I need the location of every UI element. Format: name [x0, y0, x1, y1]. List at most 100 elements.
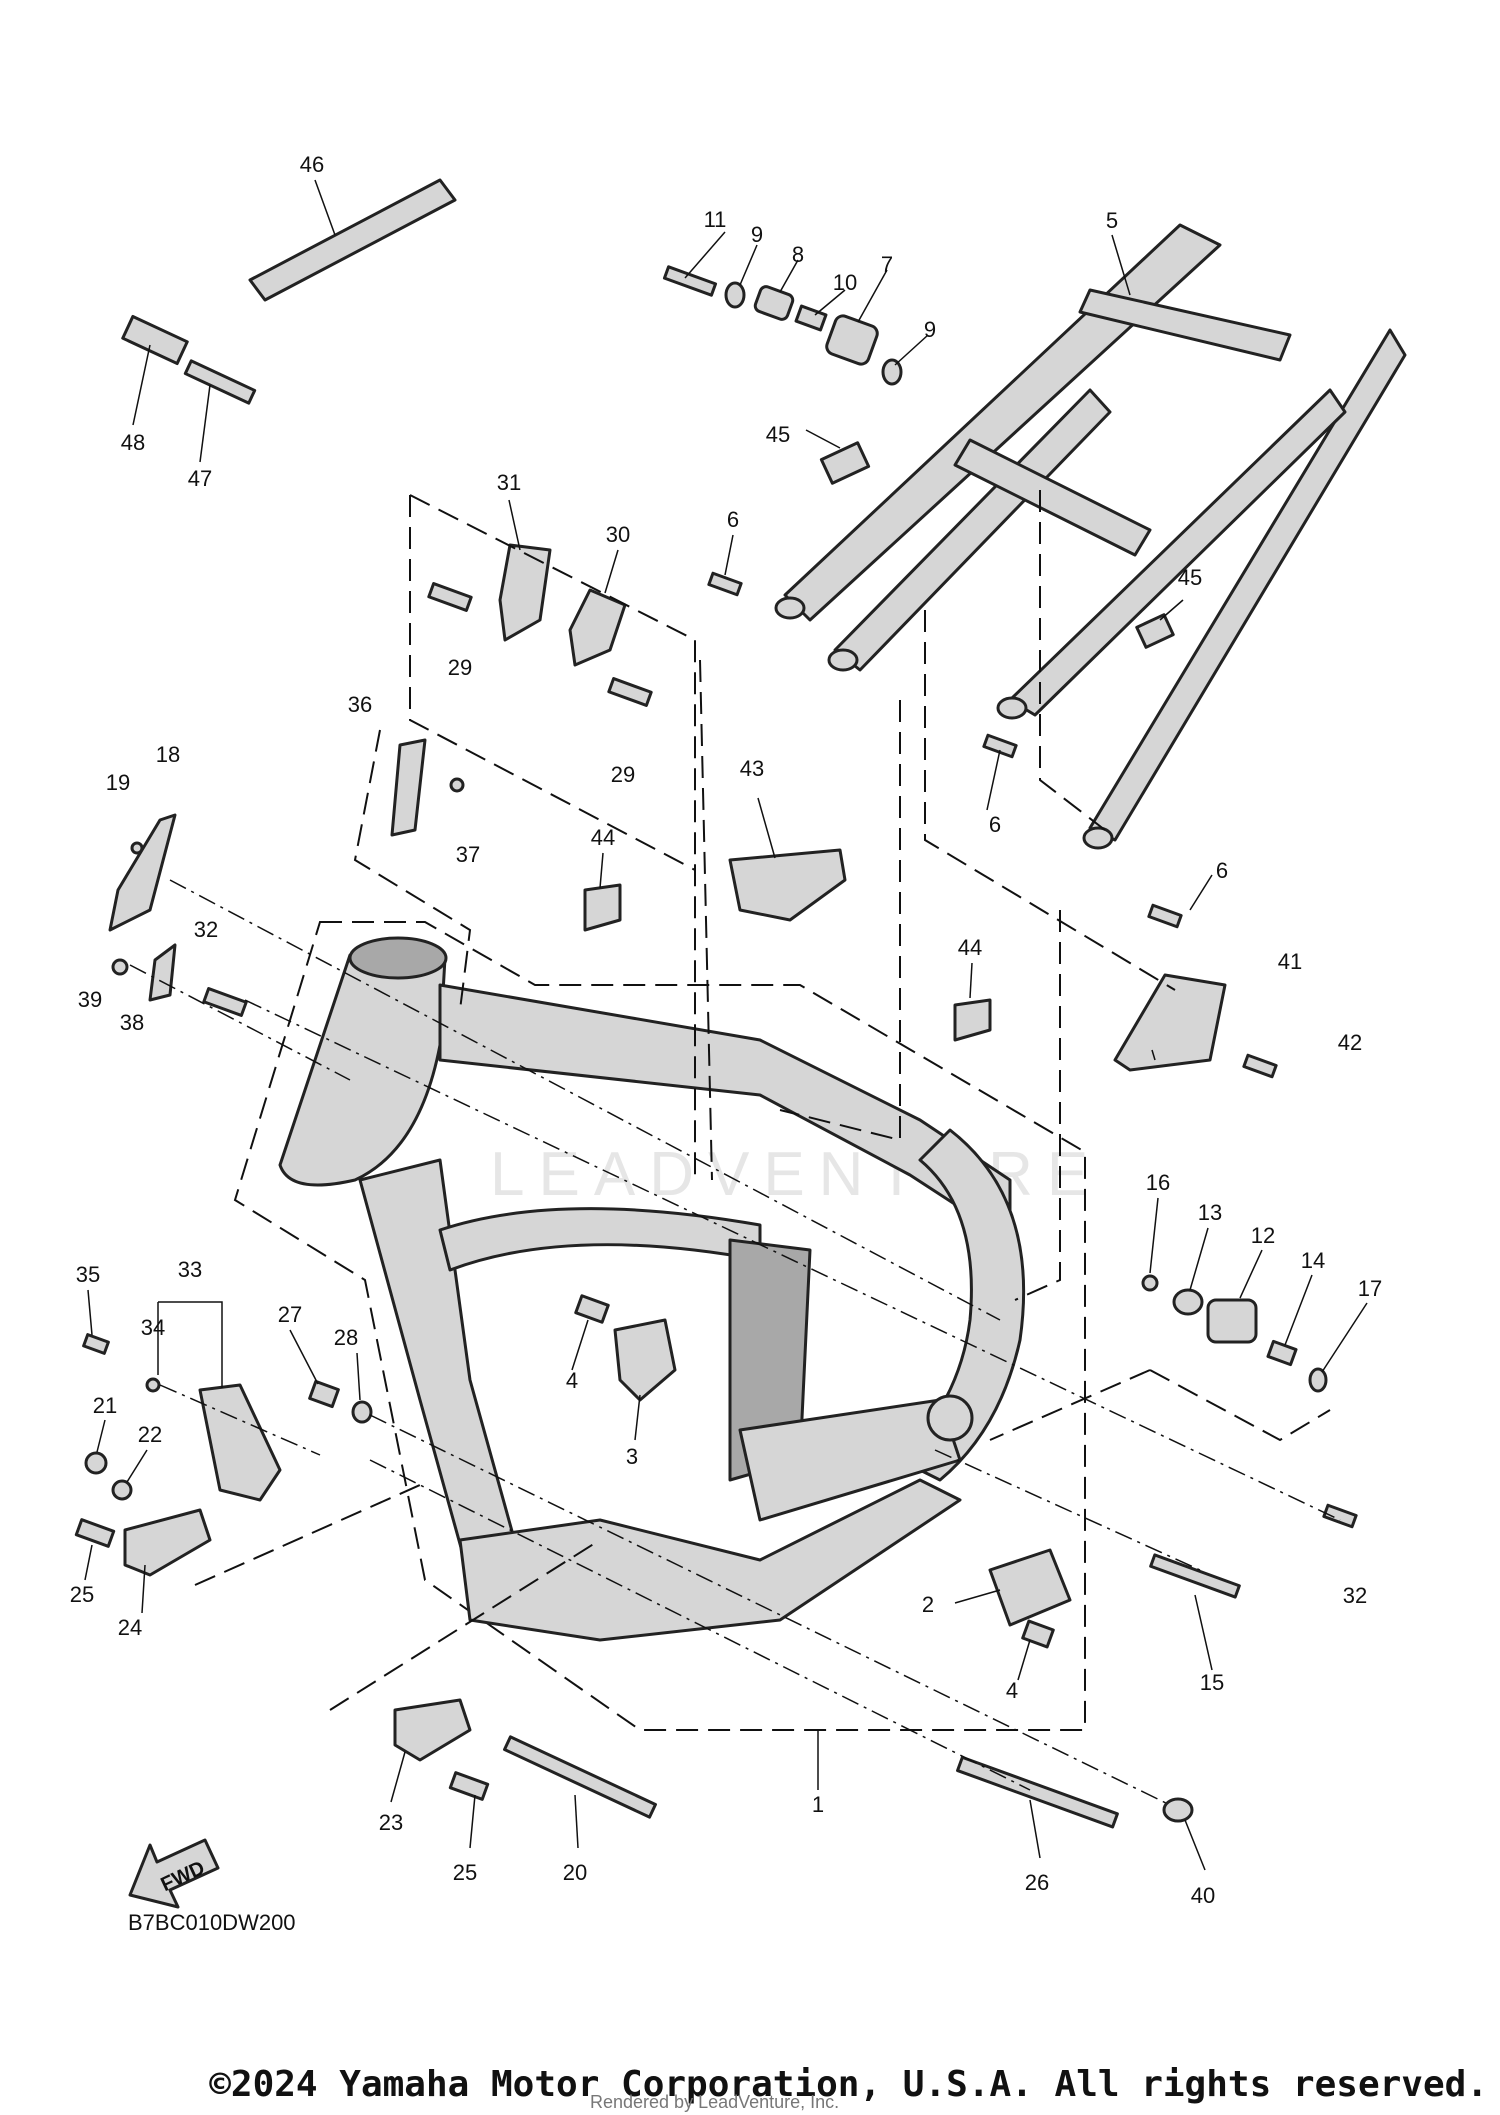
callout-9b: 9: [924, 317, 936, 342]
callout-13: 13: [1198, 1200, 1222, 1225]
callout-19: 19: [106, 770, 130, 795]
plate-33[interactable]: [198, 1383, 282, 1502]
bolt-6c[interactable]: [1147, 903, 1183, 929]
callout-25b: 25: [453, 1860, 477, 1885]
callout-45a: 45: [766, 422, 790, 447]
callout-1: 1: [812, 1792, 824, 1817]
collar-14[interactable]: [1266, 1339, 1298, 1367]
bolt-4a[interactable]: [574, 1294, 610, 1324]
callout-41: 41: [1278, 949, 1302, 974]
callout-44a: 44: [591, 825, 615, 850]
nut-39[interactable]: [111, 958, 129, 976]
bolt-20[interactable]: [503, 1735, 657, 1819]
guard-41[interactable]: [1113, 973, 1227, 1072]
bushing-8[interactable]: [753, 285, 795, 321]
callout-5: 5: [1106, 208, 1118, 233]
holder-36[interactable]: [390, 738, 427, 837]
callout-44b: 44: [958, 935, 982, 960]
copyright-notice: ©2024 Yamaha Motor Corporation, U.S.A. A…: [209, 2064, 1488, 2105]
callout-9a: 9: [751, 222, 763, 247]
fwd-arrow-icon: FWD: [128, 1838, 220, 1909]
callout-28: 28: [334, 1325, 358, 1350]
callout-42: 42: [1338, 1030, 1362, 1055]
callout-30: 30: [606, 522, 630, 547]
clip-44b[interactable]: [953, 998, 992, 1042]
screw-37[interactable]: [449, 777, 465, 793]
callout-23: 23: [379, 1810, 403, 1835]
engine-stay-46[interactable]: [248, 178, 457, 302]
bolt-29a[interactable]: [427, 582, 473, 612]
clamp-38[interactable]: [148, 943, 177, 1002]
callout-7: 7: [881, 252, 893, 277]
bolt-47[interactable]: [183, 359, 257, 405]
callout-labels: 46 48 47 11 9 8 10 7 9 5 45 6 31 30 29 2…: [70, 152, 1382, 1908]
callout-48: 48: [121, 430, 145, 455]
clamp-45a[interactable]: [819, 441, 871, 485]
callout-47: 47: [188, 466, 212, 491]
bolt-25b[interactable]: [448, 1771, 490, 1801]
callout-18: 18: [156, 742, 180, 767]
leader-lines: [129, 490, 1341, 1806]
bracket-3[interactable]: [613, 1318, 677, 1402]
callout-14: 14: [1301, 1248, 1325, 1273]
washer-28[interactable]: [351, 1400, 373, 1424]
plate-24[interactable]: [123, 1508, 212, 1577]
bolt-4b[interactable]: [1021, 1619, 1055, 1649]
callout-12: 12: [1251, 1223, 1275, 1248]
clip-19[interactable]: [130, 841, 144, 855]
callout-15: 15: [1200, 1670, 1224, 1695]
collar-48[interactable]: [121, 314, 189, 366]
bracket-2[interactable]: [988, 1548, 1072, 1627]
callout-20: 20: [563, 1860, 587, 1885]
bolt-27[interactable]: [308, 1379, 340, 1409]
plate-23[interactable]: [393, 1698, 472, 1762]
bracket-18[interactable]: [108, 813, 177, 932]
bushing-12[interactable]: [1206, 1298, 1258, 1344]
callout-leaders: [84, 179, 1368, 1871]
washer-9a[interactable]: [724, 281, 746, 309]
bolt-15[interactable]: [1149, 1553, 1241, 1599]
collar-10[interactable]: [794, 304, 828, 332]
clip-44a[interactable]: [583, 883, 622, 932]
callout-43: 43: [740, 756, 764, 781]
bolt-6b[interactable]: [982, 733, 1018, 759]
callout-29a: 29: [448, 655, 472, 680]
clamp-40[interactable]: [1162, 1797, 1194, 1823]
nut-21[interactable]: [84, 1451, 108, 1475]
collar-13[interactable]: [1172, 1288, 1204, 1316]
callout-32a: 32: [194, 917, 218, 942]
bushing-7[interactable]: [824, 314, 879, 367]
washer-17[interactable]: [1308, 1367, 1328, 1393]
main-frame-part[interactable]: [233, 921, 1086, 1731]
bolt-11[interactable]: [662, 265, 718, 297]
callout-2: 2: [922, 1592, 934, 1617]
bolt-32b[interactable]: [1322, 1503, 1358, 1529]
washer-9b[interactable]: [881, 358, 903, 386]
bolt-42[interactable]: [1242, 1053, 1278, 1079]
bolt-26[interactable]: [956, 1755, 1119, 1829]
callout-36: 36: [348, 692, 372, 717]
callout-17: 17: [1358, 1276, 1382, 1301]
collar-34[interactable]: [145, 1377, 161, 1393]
nut-16[interactable]: [1141, 1274, 1159, 1292]
bolt-29b[interactable]: [607, 677, 653, 707]
bolt-35[interactable]: [82, 1333, 110, 1355]
callout-27: 27: [278, 1302, 302, 1327]
rendered-by-text: Rendered by LeadVenture, Inc.: [590, 2092, 840, 2112]
callout-4b: 4: [1006, 1678, 1018, 1703]
clamp-45b[interactable]: [1135, 613, 1175, 649]
callout-39: 39: [78, 987, 102, 1012]
bolt-32a[interactable]: [202, 987, 248, 1017]
bolt-25a[interactable]: [74, 1518, 116, 1548]
callout-8: 8: [792, 242, 804, 267]
callout-11: 11: [704, 207, 727, 232]
callout-29b: 29: [611, 762, 635, 787]
callout-34: 34: [141, 1315, 165, 1340]
rear-subframe-part[interactable]: [774, 223, 1407, 850]
collar-22[interactable]: [111, 1479, 133, 1501]
bolt-6a[interactable]: [707, 571, 743, 597]
callout-6a: 6: [727, 507, 739, 532]
bracket-31[interactable]: [498, 543, 552, 642]
callout-35: 35: [76, 1262, 100, 1287]
guard-43[interactable]: [728, 848, 847, 922]
